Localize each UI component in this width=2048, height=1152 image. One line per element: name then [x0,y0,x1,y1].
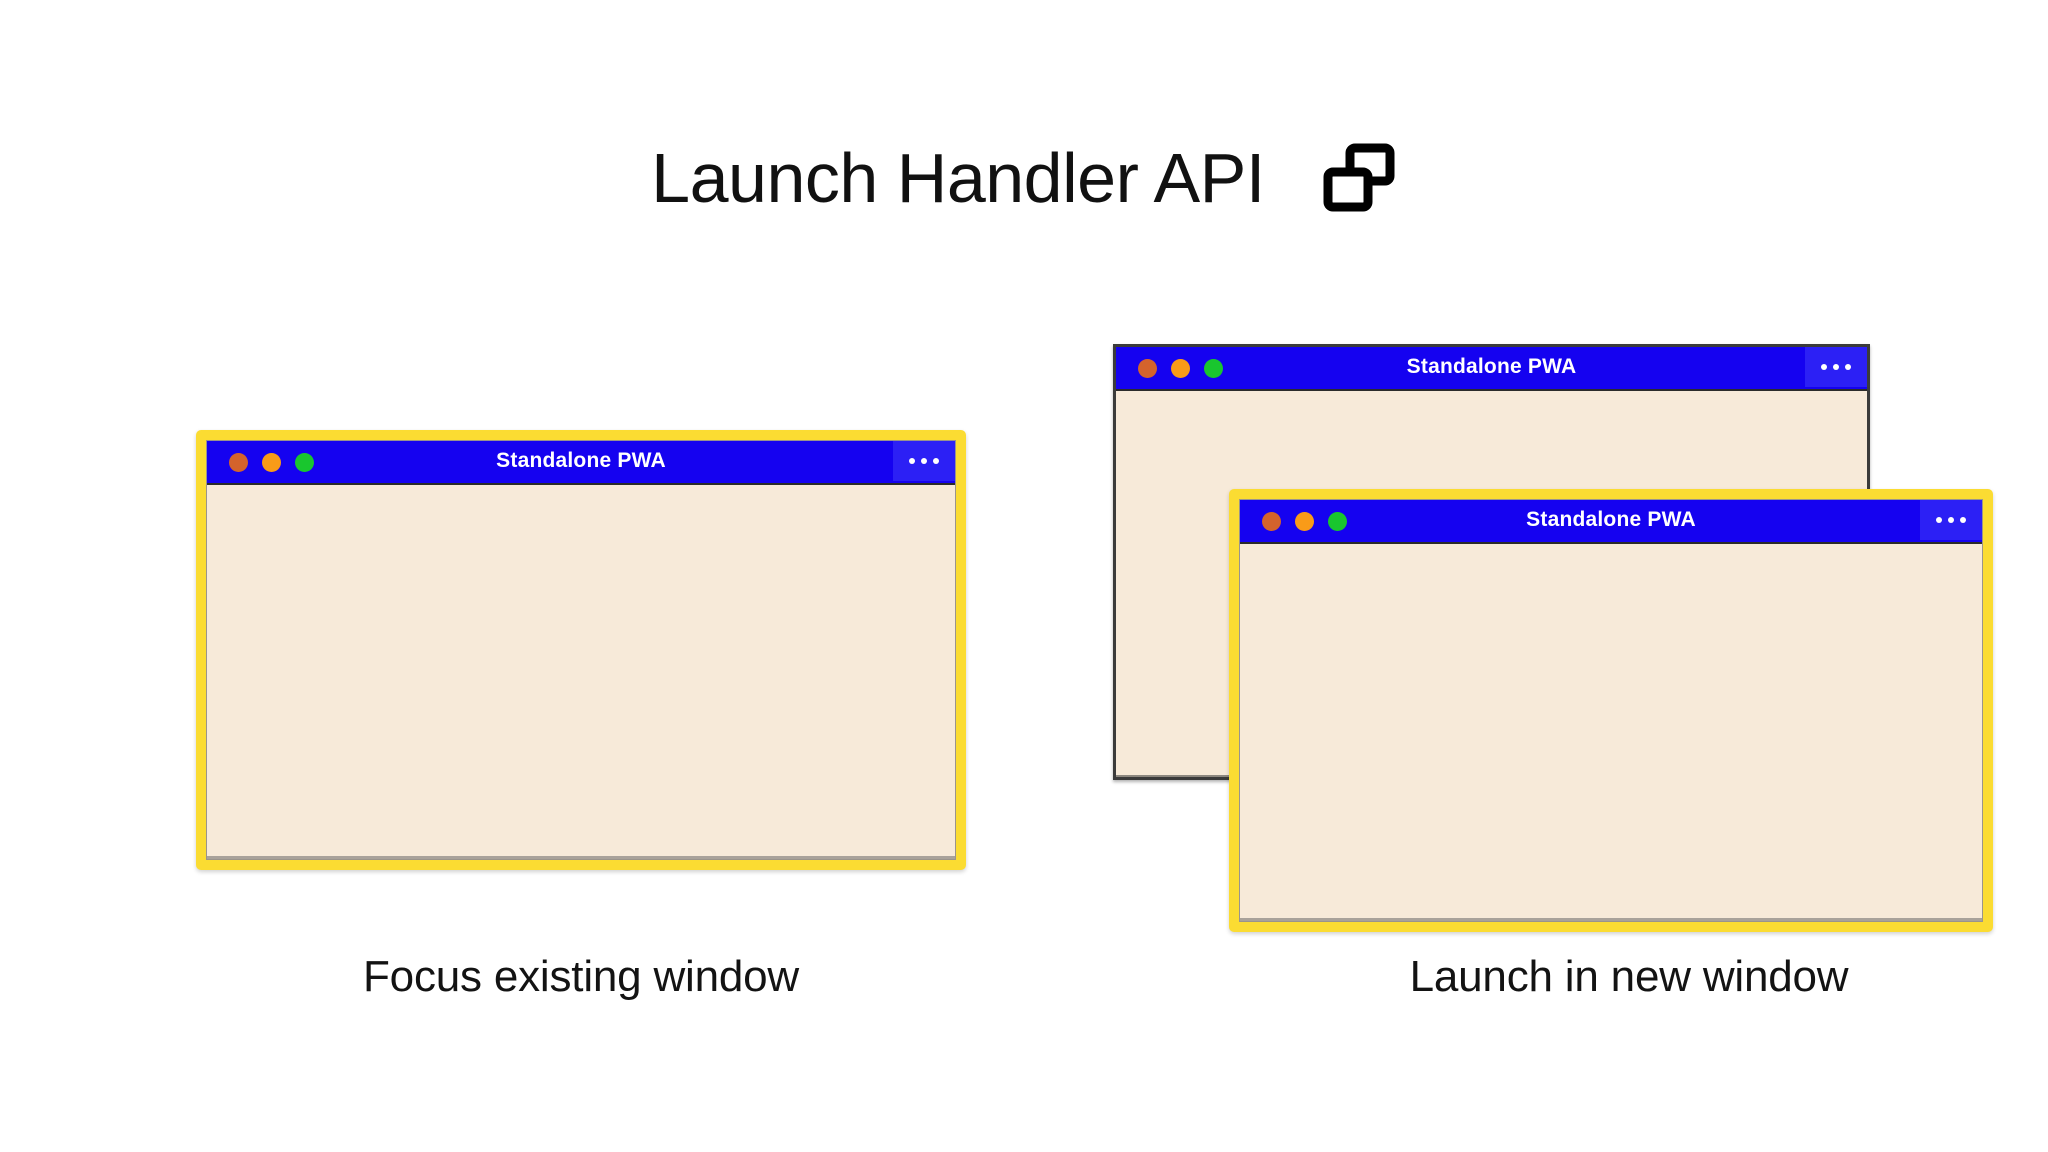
right-front-window[interactable]: Standalone PWA [1229,489,1993,932]
ellipsis-dot-icon [909,458,915,464]
caption-launch-in-new-window: Launch in new window [1409,952,1849,1001]
minimize-window-button[interactable] [262,452,281,472]
minimize-window-button[interactable] [1295,511,1314,531]
left-window-frame: Standalone PWA [206,440,956,860]
right-front-window-content-area [1240,544,1982,921]
left-window-titlebar[interactable]: Standalone PWA [207,441,955,485]
close-window-button[interactable] [1138,358,1157,378]
ellipsis-dot-icon [933,458,939,464]
caption-focus-existing-window: Focus existing window [363,952,799,1001]
maximize-window-button[interactable] [1328,511,1347,531]
right-front-window-frame: Standalone PWA [1239,499,1983,922]
multiple-windows-icon [1321,140,1397,216]
left-window-title: Standalone PWA [496,449,666,472]
left-window-content-area [207,485,955,859]
left-window-traffic-lights [207,452,314,472]
right-back-window-title: Standalone PWA [1406,355,1577,378]
ellipsis-dot-icon [1936,517,1942,523]
maximize-window-button[interactable] [295,452,314,472]
right-front-window-title: Standalone PWA [1526,508,1696,531]
right-front-window-titlebar[interactable]: Standalone PWA [1240,500,1982,544]
minimize-window-button[interactable] [1171,358,1190,378]
left-window-overflow-menu-button[interactable] [893,441,955,481]
right-front-window-overflow-menu-button[interactable] [1920,500,1982,540]
ellipsis-dot-icon [1821,364,1827,370]
right-back-window-titlebar[interactable]: Standalone PWA [1116,347,1867,391]
right-back-window-overflow-menu-button[interactable] [1805,347,1867,387]
right-back-window-traffic-lights [1116,358,1223,378]
slide-header: Launch Handler API [0,118,2048,238]
ellipsis-dot-icon [921,458,927,464]
page-title: Launch Handler API [651,139,1265,217]
ellipsis-dot-icon [1948,517,1954,523]
maximize-window-button[interactable] [1204,358,1223,378]
close-window-button[interactable] [1262,511,1281,531]
right-front-window-traffic-lights [1240,511,1347,531]
ellipsis-dot-icon [1845,364,1851,370]
close-window-button[interactable] [229,452,248,472]
ellipsis-dot-icon [1833,364,1839,370]
left-window[interactable]: Standalone PWA [196,430,966,870]
ellipsis-dot-icon [1960,517,1966,523]
